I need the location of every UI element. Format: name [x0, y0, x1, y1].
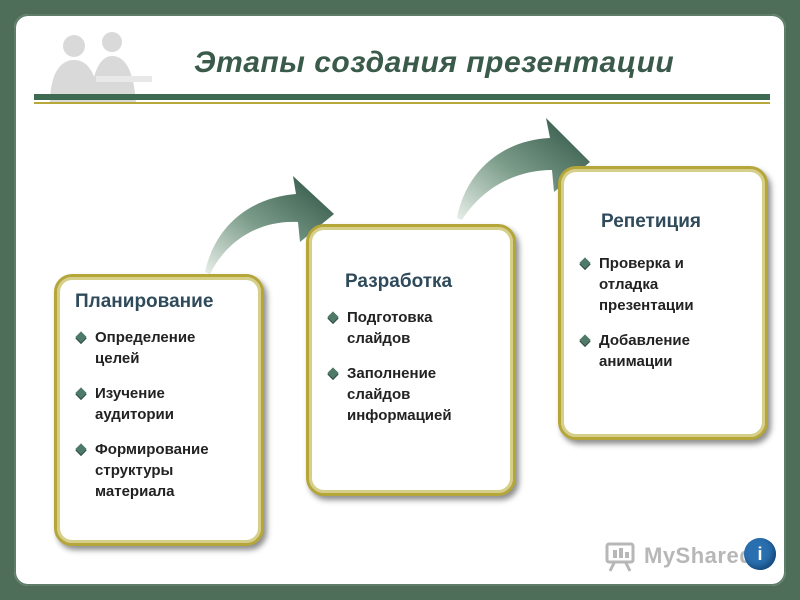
watermark: MyShared i	[604, 536, 784, 576]
stage-item: Подготовка слайдов	[327, 307, 495, 349]
stage-title: Репетиция	[601, 211, 701, 232]
bullet-diamond-icon	[327, 311, 339, 323]
stage-item: Изучение аудитории	[75, 383, 243, 425]
stage-item-text: Подготовка слайдов	[347, 309, 433, 347]
stage-item-text: Добавление анимации	[599, 332, 690, 370]
stage-card-development: Разработка Подготовка слайдов Заполнение…	[306, 224, 516, 496]
stage-card-planning: Планирование Определение целей Изучение …	[54, 274, 264, 546]
info-badge-icon[interactable]: i	[744, 538, 776, 570]
stage-item: Проверка и отладка презентации	[579, 253, 747, 316]
bullet-diamond-icon	[579, 257, 591, 269]
stage-item-text: Формирование структуры материала	[95, 441, 209, 500]
bullet-diamond-icon	[327, 367, 339, 379]
stage-item-text: Изучение аудитории	[95, 385, 174, 423]
stage-item-text: Заполнение слайдов информацией	[347, 365, 452, 424]
title-underline-accent	[34, 102, 770, 104]
bullet-diamond-icon	[75, 443, 87, 455]
stage-item-text: Определение целей	[95, 329, 196, 367]
stage-title: Планирование	[75, 291, 214, 312]
bullet-diamond-icon	[579, 334, 591, 346]
arrow-development-to-rehearsal	[457, 118, 590, 220]
bullet-diamond-icon	[75, 331, 87, 343]
stage-item-text: Проверка и отладка презентации	[599, 255, 694, 314]
watermark-text: MyShared	[644, 543, 754, 568]
stage-card-rehearsal: Репетиция Проверка и отладка презентации…	[558, 166, 768, 440]
title-underline	[34, 94, 770, 100]
page-title: Этапы создания презентации	[194, 46, 675, 79]
bullet-diamond-icon	[75, 387, 87, 399]
stage-item: Добавление анимации	[579, 330, 747, 372]
people-silhouette-icon	[50, 32, 152, 104]
stage-item: Формирование структуры материала	[75, 439, 243, 502]
stage-item: Заполнение слайдов информацией	[327, 363, 495, 426]
myshared-logo-icon	[605, 542, 635, 572]
arrow-planning-to-development	[205, 176, 334, 274]
stage-title: Разработка	[345, 271, 453, 292]
stage-item: Определение целей	[75, 327, 243, 369]
